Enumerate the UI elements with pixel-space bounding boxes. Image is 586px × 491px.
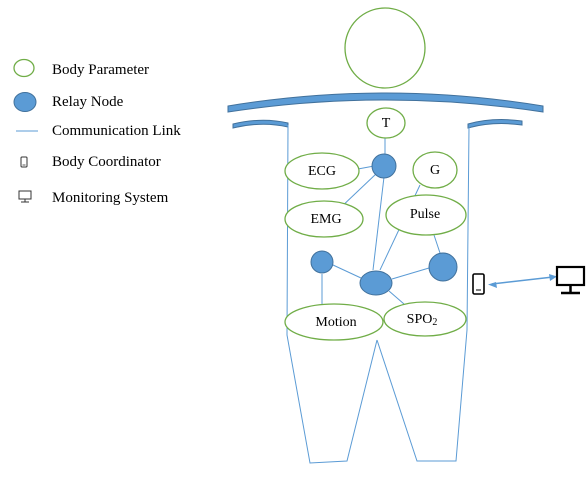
body-coordinator-device: [473, 274, 484, 294]
spo2-base: SPO: [407, 312, 433, 327]
relay-node-upper: [372, 154, 396, 178]
link-leftrelay-hub: [333, 265, 361, 278]
param-t-label: T: [382, 116, 391, 131]
monitor-icon: [19, 191, 31, 202]
head: [345, 8, 425, 88]
param-g-label: G: [430, 163, 440, 178]
param-ecg-label: ECG: [308, 164, 336, 179]
left-arm-cap: [233, 120, 288, 128]
param-motion-label: Motion: [315, 315, 356, 330]
relay-node-right: [429, 253, 457, 281]
arrowhead-monitor: [549, 274, 557, 281]
legend-label-relay-node: Relay Node: [52, 94, 124, 110]
arrowhead-coordinator: [488, 282, 497, 288]
relay-node-left: [311, 251, 333, 273]
link-hub-spo2: [389, 291, 404, 304]
relay-node-icon: [14, 93, 36, 112]
right-arm-cap: [468, 120, 522, 128]
relay-node-center: [360, 271, 392, 295]
legend-label-communication-link: Communication Link: [52, 123, 181, 139]
link-coordinator-monitor: [492, 277, 553, 284]
legend-label-body-parameter: Body Parameter: [52, 62, 149, 78]
param-ellipse-icon: [14, 60, 34, 77]
legend-label-body-coordinator: Body Coordinator: [52, 154, 161, 170]
legend: Body Parameter Relay Node Communication …: [14, 60, 181, 207]
spo2-subscript: 2: [432, 317, 437, 328]
body-parameters: T ECG G EMG Pulse Motion SPO2: [285, 108, 466, 340]
body-figure: [228, 8, 543, 463]
phone-icon: [21, 157, 27, 167]
link-relay-hub: [373, 177, 384, 270]
link-hub-rightrelay: [392, 268, 429, 279]
param-pulse-label: Pulse: [410, 207, 440, 222]
legend-label-monitoring-system: Monitoring System: [52, 190, 169, 206]
monitoring-system-device: [557, 267, 584, 293]
param-emg-label: EMG: [310, 212, 341, 227]
